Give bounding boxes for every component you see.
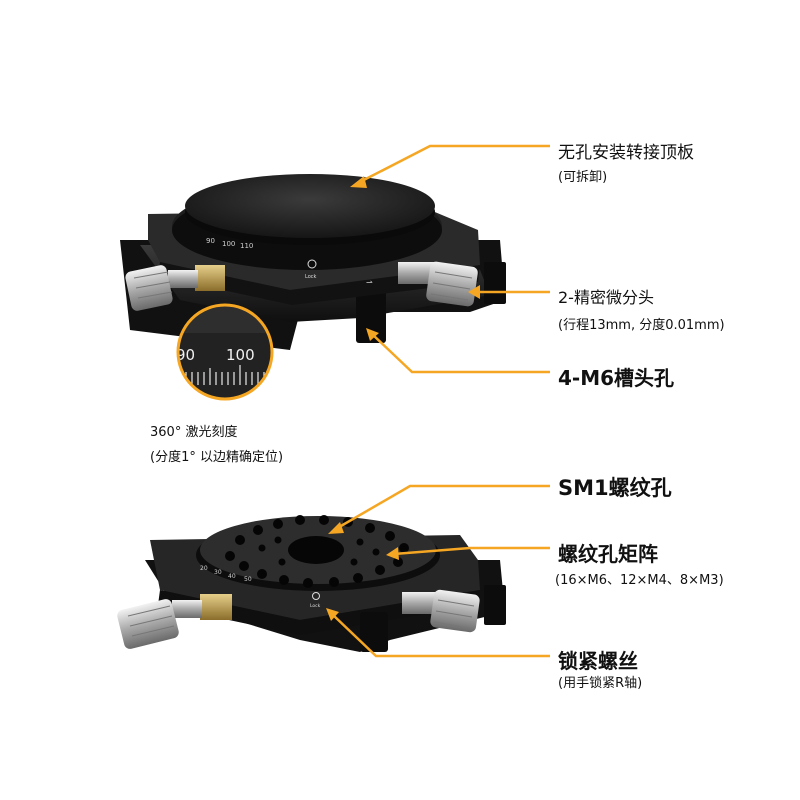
bottom-scale-tick: 40: [228, 573, 236, 580]
callout-thread-array-sub: (16×M6、12×M4、8×M3): [555, 573, 724, 588]
callout-micrometer-title: 2-精密微分头: [558, 288, 654, 307]
top-scale-tick: 100: [222, 240, 235, 248]
callout-top-plate-title: 无孔安装转接顶板: [558, 143, 694, 163]
top-scale-tick: 90: [206, 237, 215, 245]
bottom-scale-tick: 50: [244, 576, 252, 583]
arrow-icon: [371, 333, 550, 374]
arrow-icon: [331, 613, 550, 658]
left-micrometer: [117, 594, 232, 649]
top-rotation-stage: 90 100 110 Lock: [120, 174, 506, 350]
bottom-rotation-stage: 20 30 40 50 Lock: [117, 515, 506, 652]
arrow-icon: [468, 285, 480, 299]
arrow-icon: [333, 484, 550, 532]
arrow-icon: [326, 608, 339, 621]
callout-sm1-title: SM1螺纹孔: [558, 476, 672, 500]
bottom-laser-scale: 20 30 40 50: [200, 565, 252, 583]
callout-laser-scale-title: 360° 激光刻度: [150, 425, 238, 440]
bottom-scale-tick: 30: [214, 569, 222, 576]
arrow-icon: [350, 176, 367, 188]
zoom-scale-label: 100: [226, 346, 255, 364]
callout-thread-array-title: 螺纹孔矩阵: [558, 542, 658, 566]
top-laser-scale: 90 100 110: [206, 237, 253, 250]
arrow-icon: [366, 328, 379, 341]
arrow-heads: [326, 176, 480, 621]
callout-slot-title: 4-M6槽头孔: [558, 366, 675, 390]
arrow-icon: [386, 547, 399, 560]
callout-lock-screw-sub: (用手锁紧R轴): [558, 676, 643, 691]
sm1-center-hole: [288, 536, 344, 564]
lock-icon: Lock: [310, 592, 321, 609]
callout-arrows: [331, 144, 550, 658]
bottom-lock-label: Lock: [310, 603, 321, 609]
top-lock-label: Lock: [305, 274, 317, 280]
callout-lock-screw-title: 锁紧螺丝: [558, 649, 638, 673]
left-micrometer: [125, 265, 225, 311]
callout-laser-scale-sub: (分度1° 以边精确定位): [150, 450, 284, 465]
right-micrometer: [398, 261, 478, 307]
arrow-icon: [328, 522, 344, 534]
arrow-icon: [355, 144, 550, 186]
lock-icon: Lock: [305, 259, 317, 280]
arrow-icon: [393, 546, 550, 556]
svg-text:⇀: ⇀: [366, 278, 373, 287]
top-scale-tick: 110: [240, 242, 253, 250]
bottom-scale-tick: 20: [200, 565, 208, 572]
callout-top-plate-sub: (可拆卸): [558, 170, 608, 185]
callout-micrometer-sub: (行程13mm, 分度0.01mm): [558, 318, 725, 333]
right-micrometer: [402, 589, 480, 633]
threaded-hole-array: [225, 515, 409, 588]
scale-zoom-detail: 90 100: [176, 303, 274, 401]
zoom-scale-label: 90: [176, 346, 195, 364]
